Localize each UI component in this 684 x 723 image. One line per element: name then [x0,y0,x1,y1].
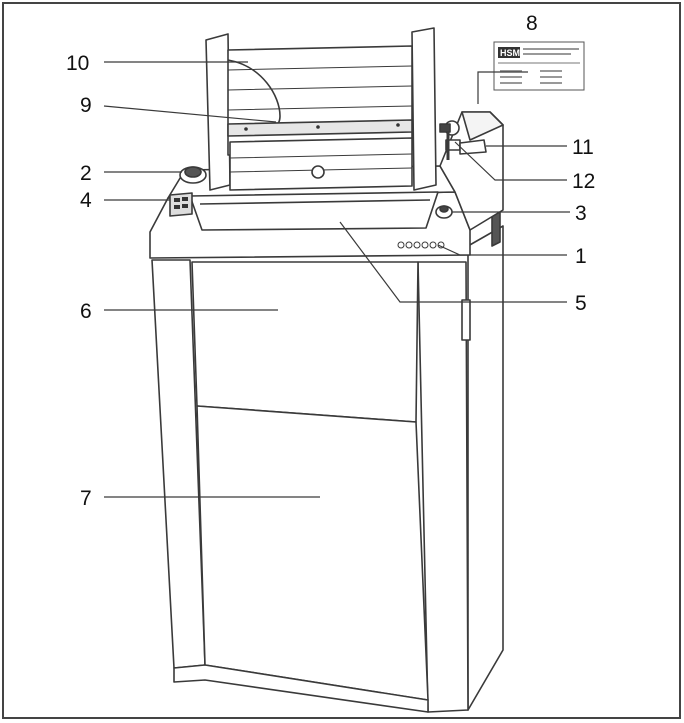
guide-bolt [244,127,248,131]
callout-10: 10 [66,52,89,75]
roll-guide-bar [227,119,413,137]
indicator-lights [397,241,445,249]
right-holder-post [411,27,437,191]
shredder-machine [149,27,504,713]
label-text-line [540,82,562,84]
label-text-line [500,76,522,78]
leader-lines [103,61,570,498]
cabinet-right-leg [417,261,469,713]
upper-door [191,261,419,423]
release-knob-cap [439,205,449,213]
cabinet-side-panel [467,225,504,711]
label-text-line [500,82,522,84]
feed-opening [189,191,439,231]
leader-line-8 [477,71,528,104]
lower-door [196,405,429,701]
callout-5: 5 [575,292,587,315]
feed-opening-rim [199,199,431,205]
leader-line-5 [339,221,567,303]
label-text-line [540,70,562,72]
clamp-lever [459,139,487,155]
cabinet-plinth [173,664,429,713]
indicator-light [397,241,405,249]
label-text-line [523,48,579,50]
label-text-line [500,70,522,72]
leader-line-12 [454,141,567,181]
indicator-light [413,241,421,249]
leader-line-1 [437,244,567,256]
callout-numbers: 10 9 2 4 6 7 8 11 12 3 1 5 [66,12,595,510]
rating-label: HSM [493,41,585,91]
control-dial-knob [184,166,202,178]
clamp-block [439,123,451,133]
indicator-light [421,241,429,249]
lower-roll [229,137,413,191]
guide-bolt [396,123,400,127]
paper-roll-lines [227,65,413,111]
callout-1: 1 [575,245,587,268]
callout-11: 11 [572,136,594,159]
top-housing-cap [461,111,504,141]
callout-6: 6 [80,300,92,323]
indicator-light [405,241,413,249]
brand-logo: HSM [500,48,520,58]
switch-button [174,198,180,202]
label-text-line [540,76,562,78]
switch-panel [169,192,193,217]
callout-12: 12 [572,170,595,193]
lower-roll-hub [311,165,325,179]
side-slot [461,299,471,341]
left-holder-post [205,33,231,191]
callout-4: 4 [80,189,92,212]
label-text-line [523,53,571,55]
leader-line-9 [103,105,277,123]
callout-3: 3 [575,202,587,225]
callout-7: 7 [80,487,92,510]
callout-8: 8 [526,12,538,35]
label-text-line [498,62,580,64]
guide-bolt [316,125,320,129]
switch-button [182,204,188,208]
callout-2: 2 [80,162,92,185]
indicator-light [429,241,437,249]
callout-9: 9 [80,94,92,117]
rating-label-logo-bg [498,47,520,58]
switch-button [182,197,188,201]
switch-button [174,205,180,209]
